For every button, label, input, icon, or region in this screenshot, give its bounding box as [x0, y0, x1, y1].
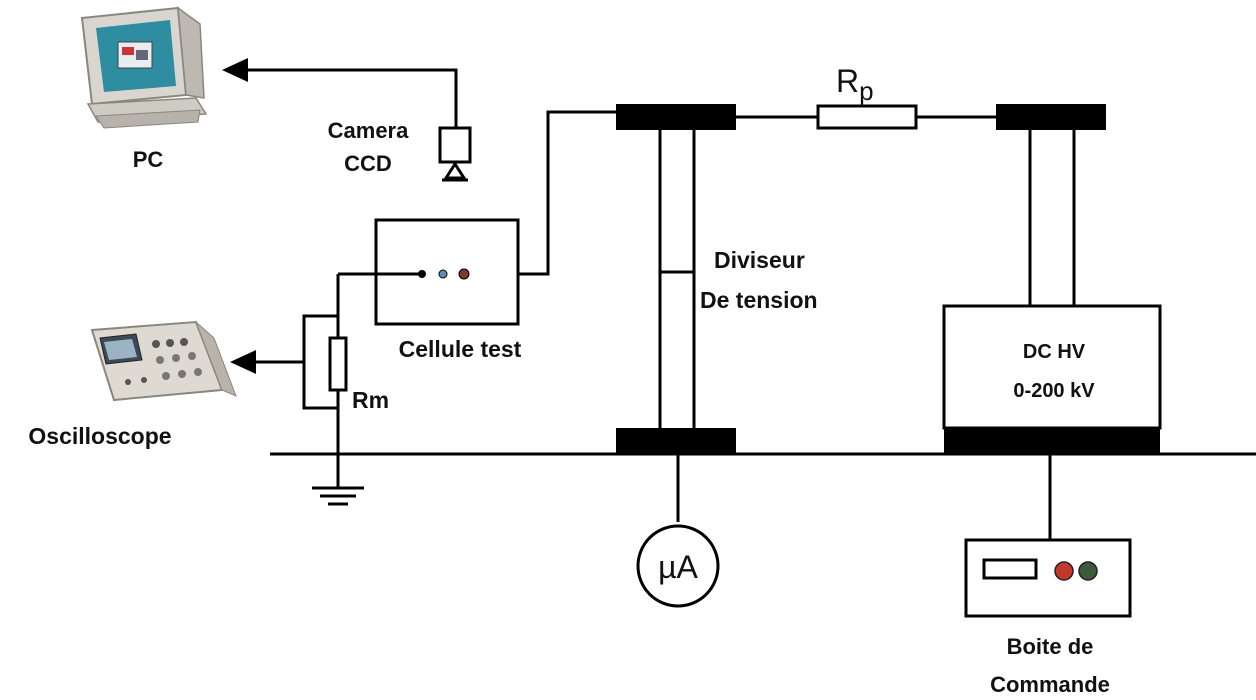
- rm-resistor: [328, 336, 348, 392]
- rp-label: Rp: [836, 63, 874, 106]
- dchv-label-line2: 0-200 kV: [1013, 380, 1095, 402]
- control-box-label-line2: Commande: [990, 672, 1110, 697]
- control-box-label-line1: Boite de: [1007, 634, 1094, 659]
- ground-symbol-icon: [312, 486, 364, 506]
- rm-branch: [302, 274, 348, 488]
- voltage-divider: [616, 104, 736, 454]
- microammeter: [636, 524, 720, 608]
- control-box: [964, 538, 1132, 618]
- dc-hv-supply: [942, 304, 1162, 454]
- dchv-label-line1: DC HV: [1023, 341, 1086, 363]
- pc-icon: [80, 6, 208, 129]
- test-cell: [338, 218, 520, 326]
- divider-label-line2: De tension: [700, 287, 818, 313]
- camera-label-line1: Camera: [328, 118, 409, 143]
- camera-to-pc-arrow: [222, 58, 458, 128]
- camera-icon: [438, 126, 472, 182]
- camera-label-line2: CCD: [344, 151, 392, 176]
- divider-label-line1: Diviseur: [714, 247, 805, 273]
- oscilloscope-icon: [90, 320, 237, 402]
- rp-resistor: [816, 104, 918, 130]
- rm-label: Rm: [352, 387, 389, 413]
- green-indicator-light: [1078, 561, 1098, 581]
- oscilloscope-label: Oscilloscope: [28, 423, 171, 449]
- pc-label: PC: [133, 147, 164, 172]
- rm-to-oscilloscope-arrow: [230, 350, 304, 374]
- test-cell-label: Cellule test: [399, 336, 522, 362]
- control-display: [982, 558, 1038, 580]
- right-top-bus: [996, 104, 1106, 130]
- microammeter-label: µA: [658, 549, 698, 585]
- red-indicator-light: [1054, 561, 1074, 581]
